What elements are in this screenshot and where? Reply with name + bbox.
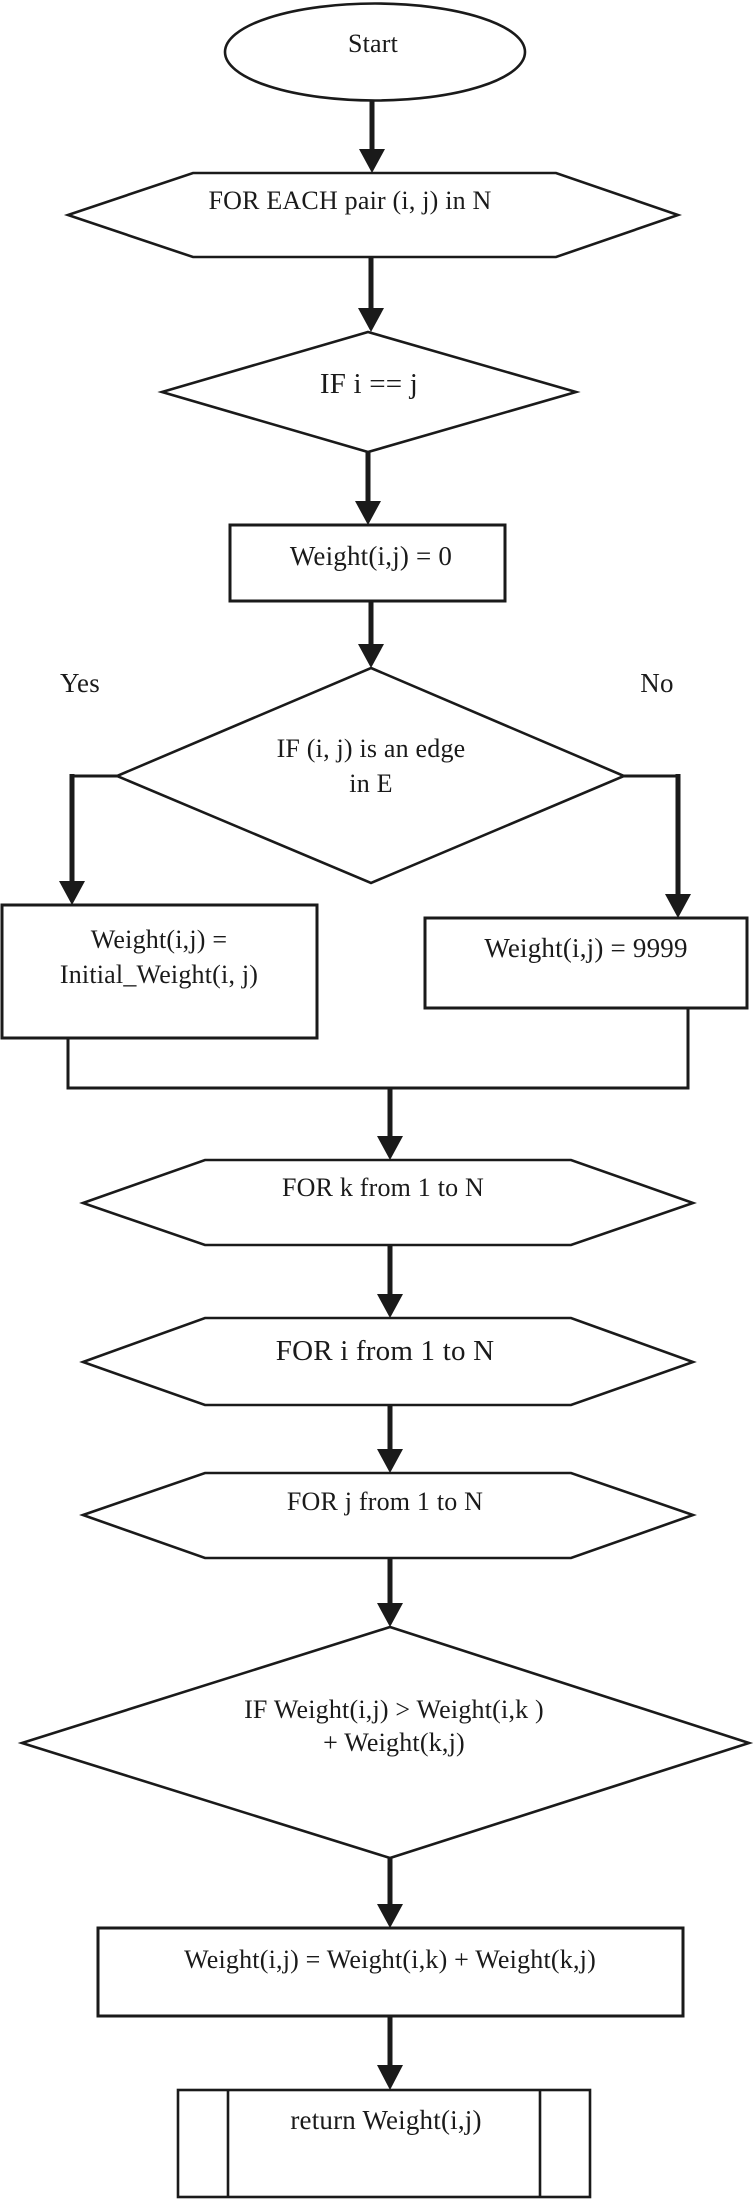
set-initial-weight-label-line1: Weight(i,j) = xyxy=(90,925,228,954)
arrow-join-to-for-k xyxy=(377,1088,403,1160)
arrow-yes-branch-head xyxy=(59,881,85,905)
set-initial-weight-label: Weight(i,j) = Initial_Weight(i, j) xyxy=(9,922,309,992)
arrow-for-k-to-for-i-head xyxy=(377,1294,403,1318)
for-i-hexagon-shape xyxy=(79,1316,697,1407)
for-i-label: FOR i from 1 to N xyxy=(275,1335,495,1367)
arrow-start-to-foreach xyxy=(359,101,385,173)
set-weight-9999-label: Weight(i,j) = 9999 xyxy=(484,933,688,963)
if-edge-label-line1: IF (i, j) is an edge xyxy=(276,734,466,763)
arrow-for-k-to-for-i xyxy=(377,1245,403,1318)
foreach-pair-label: FOR EACH pair (i, j) in N xyxy=(208,186,492,215)
if-weight-label-line1: IF Weight(i,j) > Weight(i,k ) xyxy=(244,1695,544,1724)
arrow-yes-branch xyxy=(59,774,117,905)
for-k-hexagon-shape xyxy=(79,1158,697,1247)
if-weight-label: IF Weight(i,j) > Weight(i,k ) + Weight(k… xyxy=(194,1693,594,1759)
arrow-if-i-equals-j-to-weight-zero-head xyxy=(355,501,381,525)
return-weight-label: return Weight(i,j) xyxy=(290,2105,482,2135)
arrow-foreach-to-if-i-equals-j xyxy=(358,257,384,332)
arrow-for-j-to-if-weight-head xyxy=(377,1603,403,1627)
arrow-foreach-to-if-i-equals-j-head xyxy=(358,308,384,332)
arrow-no-branch xyxy=(624,774,691,918)
set-initial-weight-label-line2: Initial_Weight(i, j) xyxy=(59,960,259,989)
start-terminator-shape xyxy=(223,2,527,102)
arrow-no-branch-head xyxy=(665,894,691,918)
set-initial-weight-rect-shape xyxy=(0,903,319,1040)
arrow-join-to-for-k-head xyxy=(377,1136,403,1160)
if-edge-label: IF (i, j) is an edge in E xyxy=(221,731,521,801)
for-j-label: FOR j from 1 to N xyxy=(286,1487,484,1516)
arrow-start-to-foreach-head xyxy=(359,149,385,173)
arrow-for-i-to-for-j xyxy=(377,1405,403,1473)
arrow-for-i-to-for-j-head xyxy=(377,1449,403,1473)
if-weight-label-line2: + Weight(k,j) xyxy=(323,1728,465,1757)
arrow-weight-zero-to-if-edge-head xyxy=(358,644,384,668)
update-weight-label: Weight(i,j) = Weight(i,k) + Weight(k,j) xyxy=(184,1945,596,1974)
arrow-update-to-return xyxy=(377,2016,403,2090)
if-edge-diamond-shape xyxy=(113,666,628,885)
set-weight-zero-label: Weight(i,j) = 0 xyxy=(289,541,453,571)
for-j-hexagon-shape xyxy=(79,1471,697,1560)
arrow-if-weight-to-update xyxy=(377,1858,403,1928)
join-connector xyxy=(66,1008,690,1090)
arrow-update-to-return-head xyxy=(377,2065,403,2090)
no-branch-label: No xyxy=(640,668,674,698)
foreach-pair-hexagon-shape xyxy=(63,171,682,259)
if-i-equals-j-label: IF i == j xyxy=(319,368,419,400)
start-label: Start xyxy=(347,29,399,58)
set-weight-9999-rect-shape xyxy=(423,916,749,1010)
arrow-if-weight-to-update-head xyxy=(377,1904,403,1928)
arrow-if-i-equals-j-to-weight-zero xyxy=(355,452,381,525)
return-predefined-process-outer xyxy=(176,2088,592,2199)
arrow-for-j-to-if-weight xyxy=(377,1558,403,1627)
if-edge-label-line2: in E xyxy=(349,769,393,798)
for-k-label: FOR k from 1 to N xyxy=(281,1173,485,1202)
arrow-weight-zero-to-if-edge xyxy=(358,601,384,668)
set-weight-zero-rect-shape xyxy=(228,523,507,603)
yes-branch-label: Yes xyxy=(60,668,100,698)
return-predefined-process-shape xyxy=(176,2088,592,2199)
